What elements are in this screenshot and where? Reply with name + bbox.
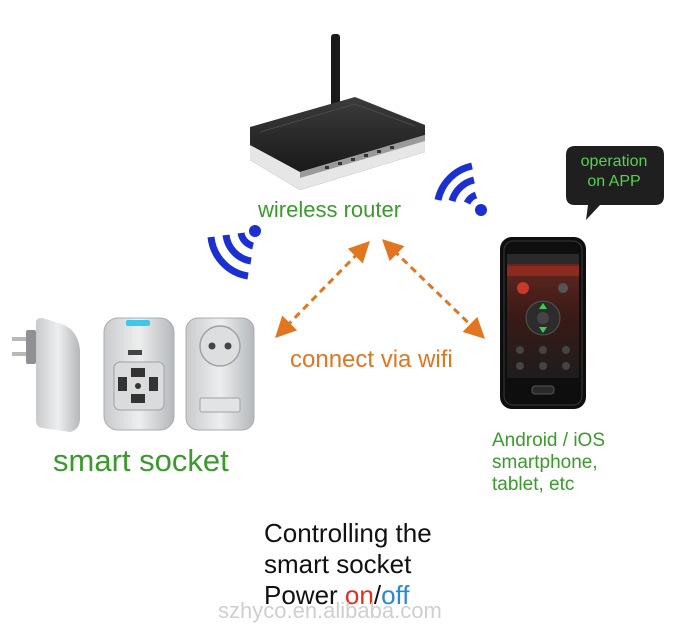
bubble-line: operation	[580, 153, 648, 170]
watermark: szhyco.en.alibaba.com	[218, 598, 442, 623]
universal-socket-icon	[103, 317, 175, 431]
bubble-line: on APP	[587, 173, 641, 190]
device-line: tablet, etc	[492, 474, 575, 495]
router-icon	[250, 34, 425, 190]
eu-socket-icon	[185, 317, 255, 431]
wifi-signal-icon	[207, 225, 261, 280]
double-arrow-icon	[381, 239, 486, 339]
smart-plug-icon	[12, 318, 80, 432]
power-on-text: on	[344, 580, 374, 610]
device-label: Android / iOS smartphone, tablet, etc	[492, 430, 605, 496]
device-line: Android / iOS	[492, 430, 605, 451]
power-prefix: Power	[264, 580, 345, 610]
smart-socket-label: smart socket	[53, 443, 229, 478]
connection-label: connect via wifi	[290, 346, 453, 373]
double-arrow-icon	[275, 240, 370, 339]
control-line: Controlling the	[264, 518, 432, 548]
router-label: wireless router	[258, 197, 402, 222]
smartphone-icon	[500, 237, 586, 409]
control-line: Power on/off	[264, 580, 432, 611]
wifi-signal-icon	[434, 162, 487, 216]
device-line: smartphone,	[492, 452, 598, 473]
power-slash: /	[373, 580, 382, 610]
power-off-text: off	[381, 580, 410, 610]
control-caption: Controlling the smart socket Power on/of…	[264, 518, 432, 611]
control-line: smart socket	[264, 549, 412, 579]
bubble-text: operation on APP	[570, 152, 658, 192]
speech-bubble-icon	[566, 146, 664, 220]
